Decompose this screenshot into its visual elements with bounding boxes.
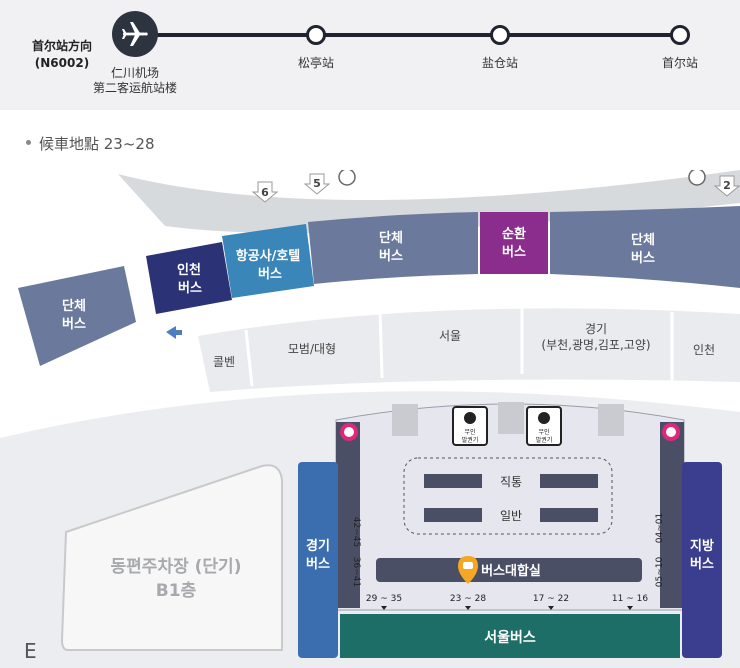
zone-deluxe-taxi: 모범/대형	[288, 342, 336, 356]
parking-area	[60, 464, 283, 651]
stop-number-bottom: 29 ~ 35	[366, 594, 402, 604]
lane-direct: 직통	[500, 475, 522, 489]
stop-range-note: 候車地點 23~28	[26, 133, 155, 154]
stand-label: 경기	[306, 538, 330, 554]
zone-label: 인천	[177, 262, 201, 278]
stop-number-bottom: 11 ~ 16	[612, 594, 648, 604]
zone-label: 순환	[502, 226, 526, 242]
seoul-bus-stand	[340, 614, 680, 658]
zone-gyeonggi-taxi: 경기	[585, 322, 607, 336]
zone-callvan: 콜벤	[213, 355, 235, 369]
zone-label: 버스	[379, 248, 403, 264]
gate-number-6: 6	[261, 186, 269, 199]
zone-label: 항공사/호텔	[236, 248, 301, 264]
stand-label: 버스	[306, 556, 330, 572]
zone-group-bus-middle	[308, 212, 478, 284]
gate-marker	[251, 181, 279, 203]
stop-number-bottom: 17 ~ 22	[533, 594, 569, 604]
zone-label: 버스	[178, 280, 202, 296]
hall-name: 버스대합실	[481, 563, 541, 579]
bullet-dot	[26, 140, 31, 145]
boarding-lane-area	[403, 457, 613, 535]
stop-marker-seoul	[670, 25, 690, 45]
info-circle-icon	[338, 170, 356, 186]
zone-label: 단체	[631, 232, 655, 248]
kiosk-icon	[464, 412, 476, 424]
gyeonggi-bus-stand	[298, 462, 338, 658]
zone-label: 단체	[379, 230, 403, 246]
info-circle-icon	[688, 170, 706, 186]
stop-marker-songjeong	[306, 25, 326, 45]
stop-number-bottom-highlight: 23 ~ 28	[450, 594, 486, 604]
zone-label: 단체	[62, 298, 86, 314]
zone-label: 버스	[502, 244, 526, 260]
airport-stop-marker	[112, 11, 158, 57]
zone-group-bus-left	[18, 266, 136, 366]
stand-label: 지방	[690, 538, 714, 554]
ticket-kiosk: 무인 발권기	[452, 406, 488, 446]
zone-airline-hotel-bus	[222, 224, 314, 298]
lane-general: 일반	[500, 509, 522, 523]
stop-name-songjeong: 松亭站	[297, 56, 334, 70]
zone-seoul-taxi: 서울	[439, 329, 461, 343]
gate-number-5: 5	[313, 177, 321, 190]
kiosk-icon	[538, 412, 550, 424]
stop-name-yeomchang: 盐仓站	[481, 56, 518, 70]
gate-number-2: 2	[723, 179, 731, 192]
kiosk-label: 발권기	[536, 436, 553, 444]
kiosk-label: 무인	[464, 429, 475, 436]
parking-floor: B1층	[156, 581, 197, 601]
seoul-bus-label: 서울버스	[484, 629, 536, 646]
bus-waiting-hall	[376, 558, 642, 582]
regional-bus-stand	[682, 462, 722, 658]
airplane-icon	[122, 22, 148, 46]
zone-gyeonggi-cities: (부천,광명,김포,고양)	[541, 337, 650, 352]
direction-arrow-icon	[166, 326, 182, 339]
gate-marker	[303, 173, 331, 195]
zone-label: 버스	[258, 266, 282, 282]
stop-number-right: 04~01	[655, 513, 665, 543]
stop-number-left: 42~45	[351, 517, 361, 547]
map-corner-letter: E	[24, 639, 37, 663]
route-line	[135, 33, 681, 37]
stand-label: 버스	[690, 556, 714, 572]
stop-name-seoul: 首尔站	[661, 56, 698, 70]
kiosk-label: 발권기	[462, 436, 479, 444]
zone-label: 버스	[631, 250, 655, 266]
location-pin-icon	[458, 556, 478, 584]
terminal-map: 6 5 2 단체 버스 인천 버스 항공사/호텔 버스 단체 버스 순환 버스 …	[0, 170, 740, 668]
parking-name: 동편주차장 (단기)	[111, 557, 242, 577]
stop-marker-yeomchang	[490, 25, 510, 45]
zone-circular-bus	[480, 212, 548, 274]
stop-number-right: 05~10	[655, 557, 665, 588]
zone-incheon-bus	[146, 242, 232, 314]
stop-number-left: 36~41	[351, 557, 361, 587]
gate-marker	[713, 175, 740, 197]
route-panel: 首尔站方向 (N6002) 仁川机场 第二客运航站楼 松亭站 盐仓站 首尔站	[0, 0, 740, 110]
zone-incheon-taxi: 인천	[693, 342, 715, 357]
zone-label: 버스	[62, 316, 86, 332]
zone-group-bus-right	[550, 206, 740, 288]
stop-name-airport: 仁川机场 第二客运航站楼	[92, 66, 177, 95]
direction-label: 首尔站方向 (N6002)	[31, 39, 92, 70]
kiosk-label: 무인	[538, 429, 549, 436]
ticket-kiosk: 무인 발권기	[526, 406, 562, 446]
